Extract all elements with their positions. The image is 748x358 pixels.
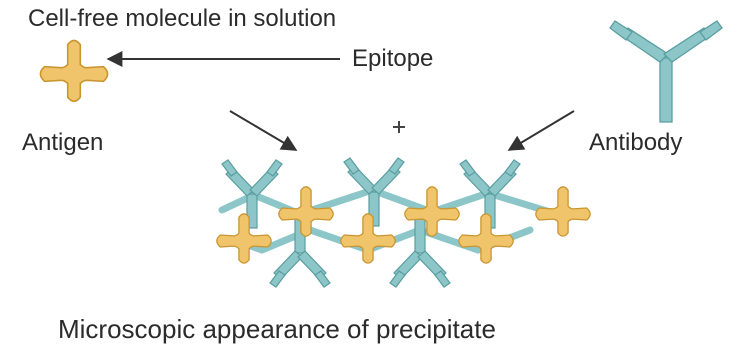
plus-sign [393,121,405,133]
precipitate-caption: Microscopic appearance of precipitate [58,314,496,344]
lattice-antigen [458,213,514,264]
antigen-icon [39,39,109,103]
left-diagonal-arrow [229,110,298,151]
antigen-label: Antigen [22,129,104,156]
epitope-label: Epitope [352,45,434,72]
lattice-antigen [535,186,591,237]
lattice-antibody [390,219,450,287]
lattice-antigen [278,186,334,237]
lattice-antibody [270,219,330,287]
lattice-antigen [404,186,460,237]
lattice-antibody [343,157,405,227]
diagram-title: Cell-free molecule in solution [28,5,337,32]
lattice-antigen [216,213,272,264]
right-diagonal-arrow [507,110,575,151]
lattice-antibody [221,159,283,229]
antibody-label: Antibody [589,129,683,156]
antibody-icon [609,20,723,123]
precipitate-lattice [216,157,591,287]
lattice-antigen [340,213,396,264]
